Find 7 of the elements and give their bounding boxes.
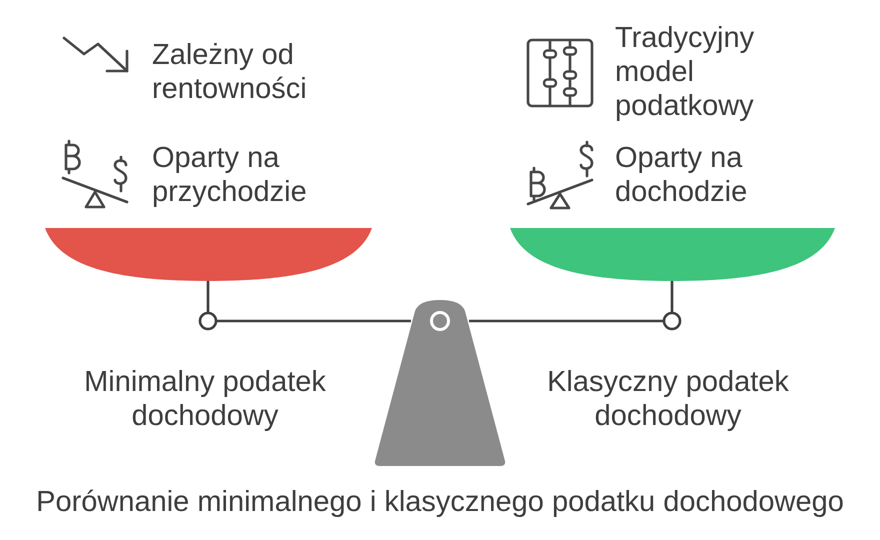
feature-text: Tradycyjny model podatkowy: [615, 22, 754, 122]
feature-text: Oparty na dochodzie: [615, 142, 748, 208]
feature-text: Oparty na przychodzie: [152, 142, 307, 208]
option-label: Minimalny podatek dochodowy: [84, 366, 326, 432]
caption: Porównanie minimalnego i klasycznego podatku dochodowego: [36, 486, 844, 518]
option-label: Klasyczny podatek dochodowy: [547, 366, 789, 432]
feature-text: Zależny od rentowności: [152, 39, 307, 105]
